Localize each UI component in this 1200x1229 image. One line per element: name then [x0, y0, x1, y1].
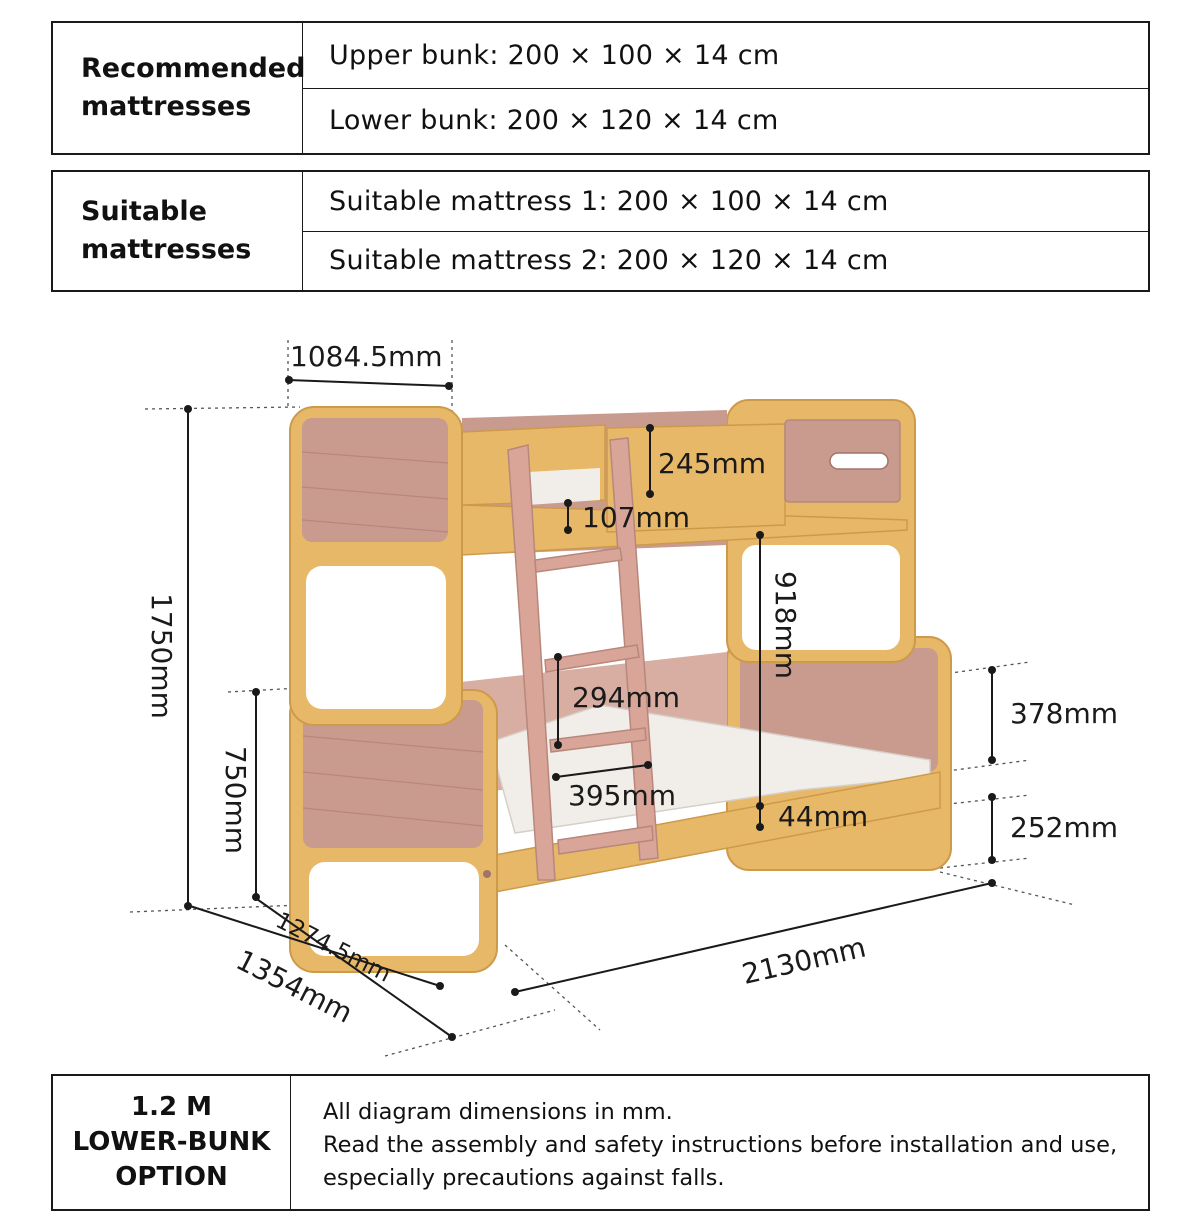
- extension-lines: [129, 340, 1076, 1057]
- recommended-heading-line-1: Recommended: [81, 53, 306, 84]
- upper-bunk-row: Upper bunk: 200 × 100 × 14 cm: [329, 39, 780, 71]
- rail-thickness-label: 44mm: [778, 800, 868, 833]
- ladder: [507, 437, 659, 881]
- suitable-heading-line-2: mattresses: [81, 234, 252, 265]
- note-line-1: All diagram dimensions in mm.: [323, 1099, 673, 1125]
- dimension-endpoints: [184, 376, 996, 1041]
- near-upper-panel-grooves: [301, 451, 449, 533]
- storage-box-handle: [829, 452, 889, 470]
- option-heading-line-2: LOWER-BUNK: [72, 1127, 271, 1157]
- bunk-bed-diagram: 1084.5mm 1750mm 750mm 1274.5mm 1354mm 21…: [129, 340, 1118, 1057]
- option-heading: 1.2 M LOWER-BUNK OPTION: [53, 1076, 291, 1209]
- upper-mattress: [528, 468, 600, 505]
- near-upper-panel: [302, 418, 448, 542]
- recommended-heading: Recommended mattresses: [53, 23, 306, 153]
- suitable-mattress-1-row: Suitable mattress 1: 200 × 100 × 14 cm: [329, 185, 889, 217]
- option-note-box: 1.2 M LOWER-BUNK OPTION All diagram dime…: [51, 1074, 1150, 1211]
- option-notes: All diagram dimensions in mm. Read the a…: [291, 1076, 1148, 1209]
- near-upper-opening: [306, 566, 446, 709]
- suitable-mattress-2-row: Suitable mattress 2: 200 × 120 × 14 cm: [303, 230, 1148, 291]
- note-line-2: Read the assembly and safety instruction…: [323, 1132, 1118, 1158]
- suitable-heading-line-1: Suitable: [81, 196, 207, 227]
- rung-spacing-label: 294mm: [572, 681, 680, 714]
- near-lower-panel: [303, 700, 483, 848]
- suitable-heading: Suitable mattresses: [53, 172, 303, 290]
- recommended-mattresses-table: Recommended mattresses Upper bunk: 200 ×…: [51, 21, 1150, 155]
- mattress-gap-label: 107mm: [582, 501, 690, 534]
- floor-clearance-label: 252mm: [1010, 811, 1118, 844]
- bunk-clearance-label: 918mm: [769, 571, 802, 679]
- near-lower-opening: [309, 862, 479, 956]
- note-line-3: especially precautions against falls.: [323, 1165, 725, 1191]
- far-upper-opening: [742, 545, 900, 650]
- recommended-heading-line-2: mattresses: [81, 91, 252, 122]
- footboard-height-label: 378mm: [1010, 697, 1118, 730]
- headboard-screw: [483, 870, 491, 878]
- option-heading-line-3: OPTION: [115, 1162, 228, 1192]
- near-lower-panel-grooves: [302, 735, 484, 827]
- length-label: 2130mm: [739, 931, 869, 991]
- lower-bunk-row: Lower bunk: 200 × 120 × 14 cm: [303, 87, 1148, 154]
- option-heading-line-1: 1.2 M: [131, 1092, 212, 1122]
- guard-height-label: 245mm: [658, 447, 766, 480]
- total-height-label: 1750mm: [145, 593, 178, 719]
- ladder-width-label: 395mm: [568, 779, 676, 812]
- dimension-lines: [187, 379, 993, 1038]
- lower-height-label: 750mm: [219, 746, 252, 854]
- upper-guard-right: [606, 423, 786, 533]
- top-width-label: 1084.5mm: [290, 340, 443, 373]
- suitable-mattresses-table: Suitable mattresses Suitable mattress 1:…: [51, 170, 1150, 292]
